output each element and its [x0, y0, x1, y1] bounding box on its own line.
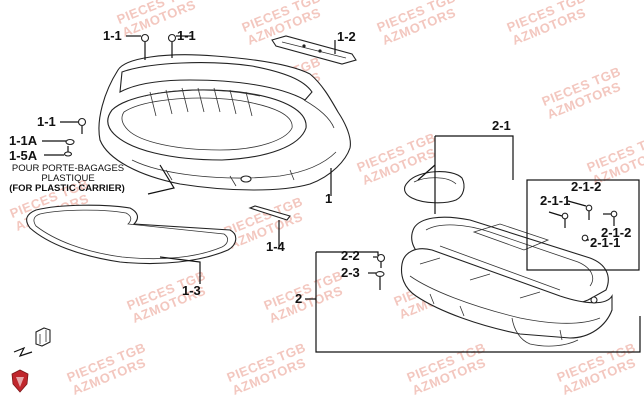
label-2-3: 2-3 — [341, 265, 360, 280]
carrier-note-fr: POUR PORTE-BAGAGES — [11, 163, 125, 174]
top-case-shell — [98, 54, 351, 191]
screw-1-1-top — [140, 33, 177, 60]
label-1-5A: 1-5A — [9, 148, 38, 163]
fasteners-2-1 — [561, 204, 618, 242]
carrier-note-fr: PLASTIQUE — [41, 173, 95, 184]
label-1-1: 1-1 — [177, 28, 196, 43]
label-1-2: 1-2 — [337, 29, 356, 44]
label-2-1-1: 2-1-1 — [540, 193, 571, 208]
label-2-2: 2-2 — [341, 248, 360, 263]
label-1-1: 1-1 — [103, 28, 122, 43]
label-1: 1 — [325, 191, 333, 206]
screw-1-1-side — [63, 117, 87, 157]
label-1-3: 1-3 — [182, 283, 201, 298]
screw-2-2 — [375, 253, 386, 290]
label-1-1A: 1-1A — [9, 133, 38, 148]
reflector-strip — [271, 35, 357, 65]
label-2-1-2: 2-1-2 — [571, 179, 602, 194]
carrier-note-en: (FOR PLASTIC CARRIER) — [9, 183, 125, 194]
lid-cushion — [403, 171, 465, 204]
brand-logo-icon — [11, 369, 29, 393]
label-2-1-2: 2-1-2 — [601, 225, 632, 240]
leader-lines — [42, 35, 641, 353]
label-2: 2 — [295, 291, 303, 306]
seal-ring — [26, 204, 237, 265]
bracket — [13, 327, 51, 358]
label-2-1: 2-1 — [492, 118, 511, 133]
luggage-box — [400, 216, 613, 347]
label-2-1-1: 2-1-1 — [590, 235, 621, 250]
small-strip — [248, 205, 291, 221]
label-1-4: 1-4 — [266, 239, 285, 254]
label-1-1: 1-1 — [37, 114, 56, 129]
